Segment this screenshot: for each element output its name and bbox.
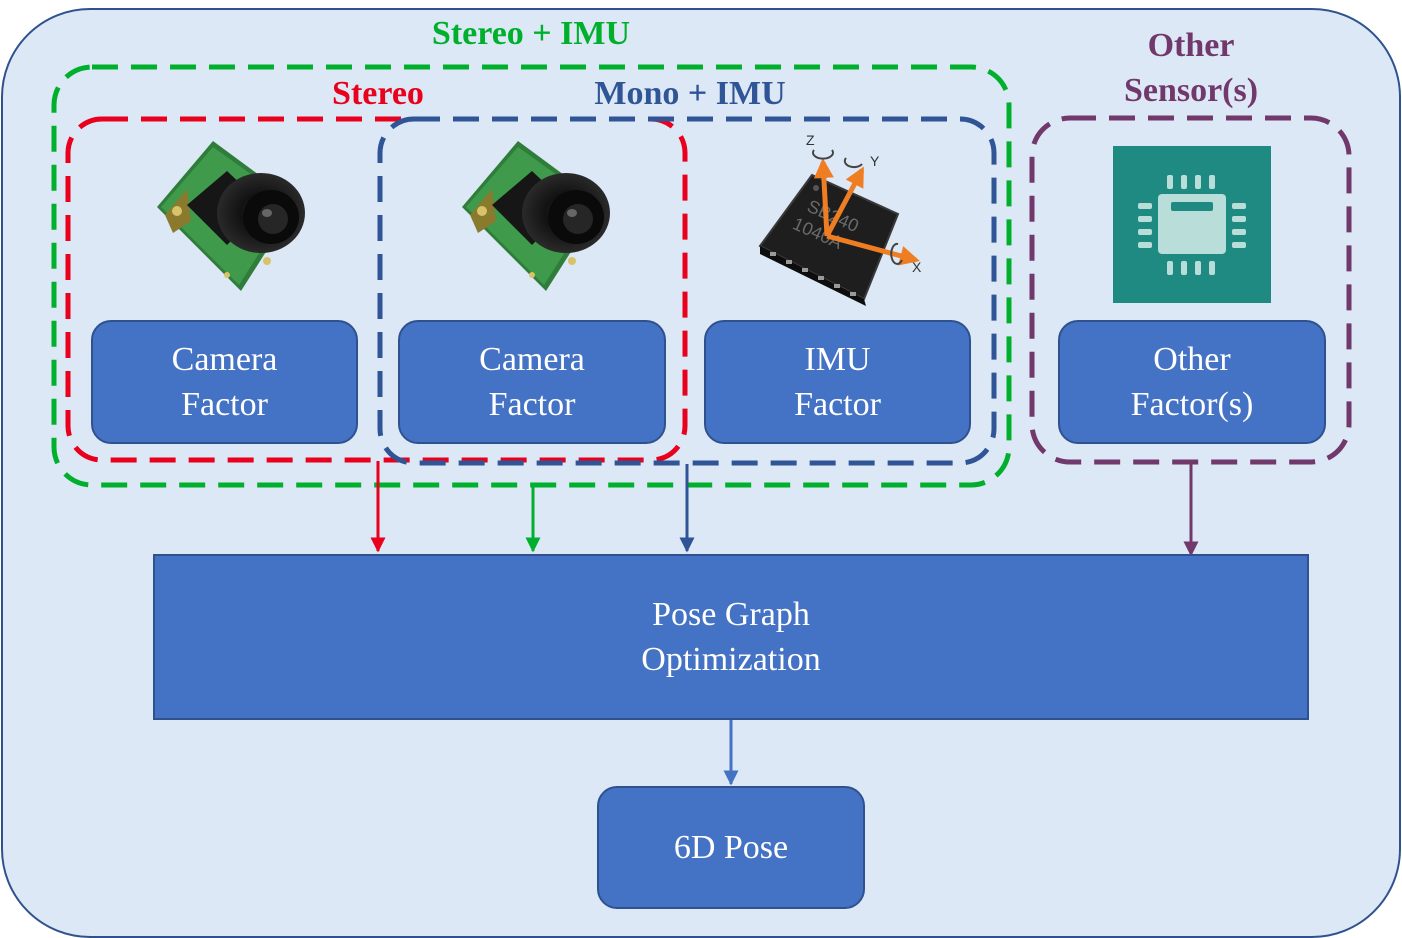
svg-text:X: X [912, 259, 922, 275]
pose-graph-optimization-box: Pose Graph Optimization [153, 554, 1309, 720]
imu-factor-box: IMU Factor [704, 320, 971, 444]
six-d-pose-label: 6D Pose [673, 829, 789, 866]
mono-imu-label: Mono + IMU [594, 75, 786, 112]
camera-factor-left-box: Camera Factor [91, 320, 358, 444]
camera-factor-right-line2: Factor [488, 386, 576, 423]
imu-chip-image: SB240 1040A Z Y X [758, 132, 922, 306]
imu-factor-line1: IMU [804, 341, 871, 378]
camera-factor-left-line1: Camera [171, 341, 278, 378]
stereo-group-outline [65, 116, 688, 463]
other-sensors-group-outline [1029, 115, 1352, 465]
other-sensors-label-line1: Other [1147, 27, 1235, 64]
stereo-imu-group-outline [51, 64, 1012, 488]
six-d-pose-box: 6D Pose [597, 786, 865, 909]
processor-chip-icon [1113, 146, 1271, 303]
other-factors-box: Other Factor(s) [1058, 320, 1326, 444]
other-factors-line2: Factor(s) [1130, 386, 1254, 423]
imu-factor-line2: Factor [794, 386, 881, 423]
stereo-imu-label: Stereo + IMU [431, 15, 631, 52]
svg-text:Z: Z [806, 132, 815, 148]
camera-factor-right-box: Camera Factor [398, 320, 666, 444]
optimizer-line1: Pose Graph [652, 596, 810, 633]
camera-factor-left-line2: Factor [181, 386, 268, 423]
optimizer-line2: Optimization [641, 641, 821, 678]
camera-factor-right-line1: Camera [479, 341, 585, 378]
mono-imu-group-outline [377, 116, 997, 466]
other-sensors-label-line2: Sensor(s) [1123, 72, 1259, 109]
other-factors-line1: Other [1153, 341, 1231, 378]
svg-text:Y: Y [870, 153, 880, 169]
stereo-label: Stereo [332, 75, 424, 112]
